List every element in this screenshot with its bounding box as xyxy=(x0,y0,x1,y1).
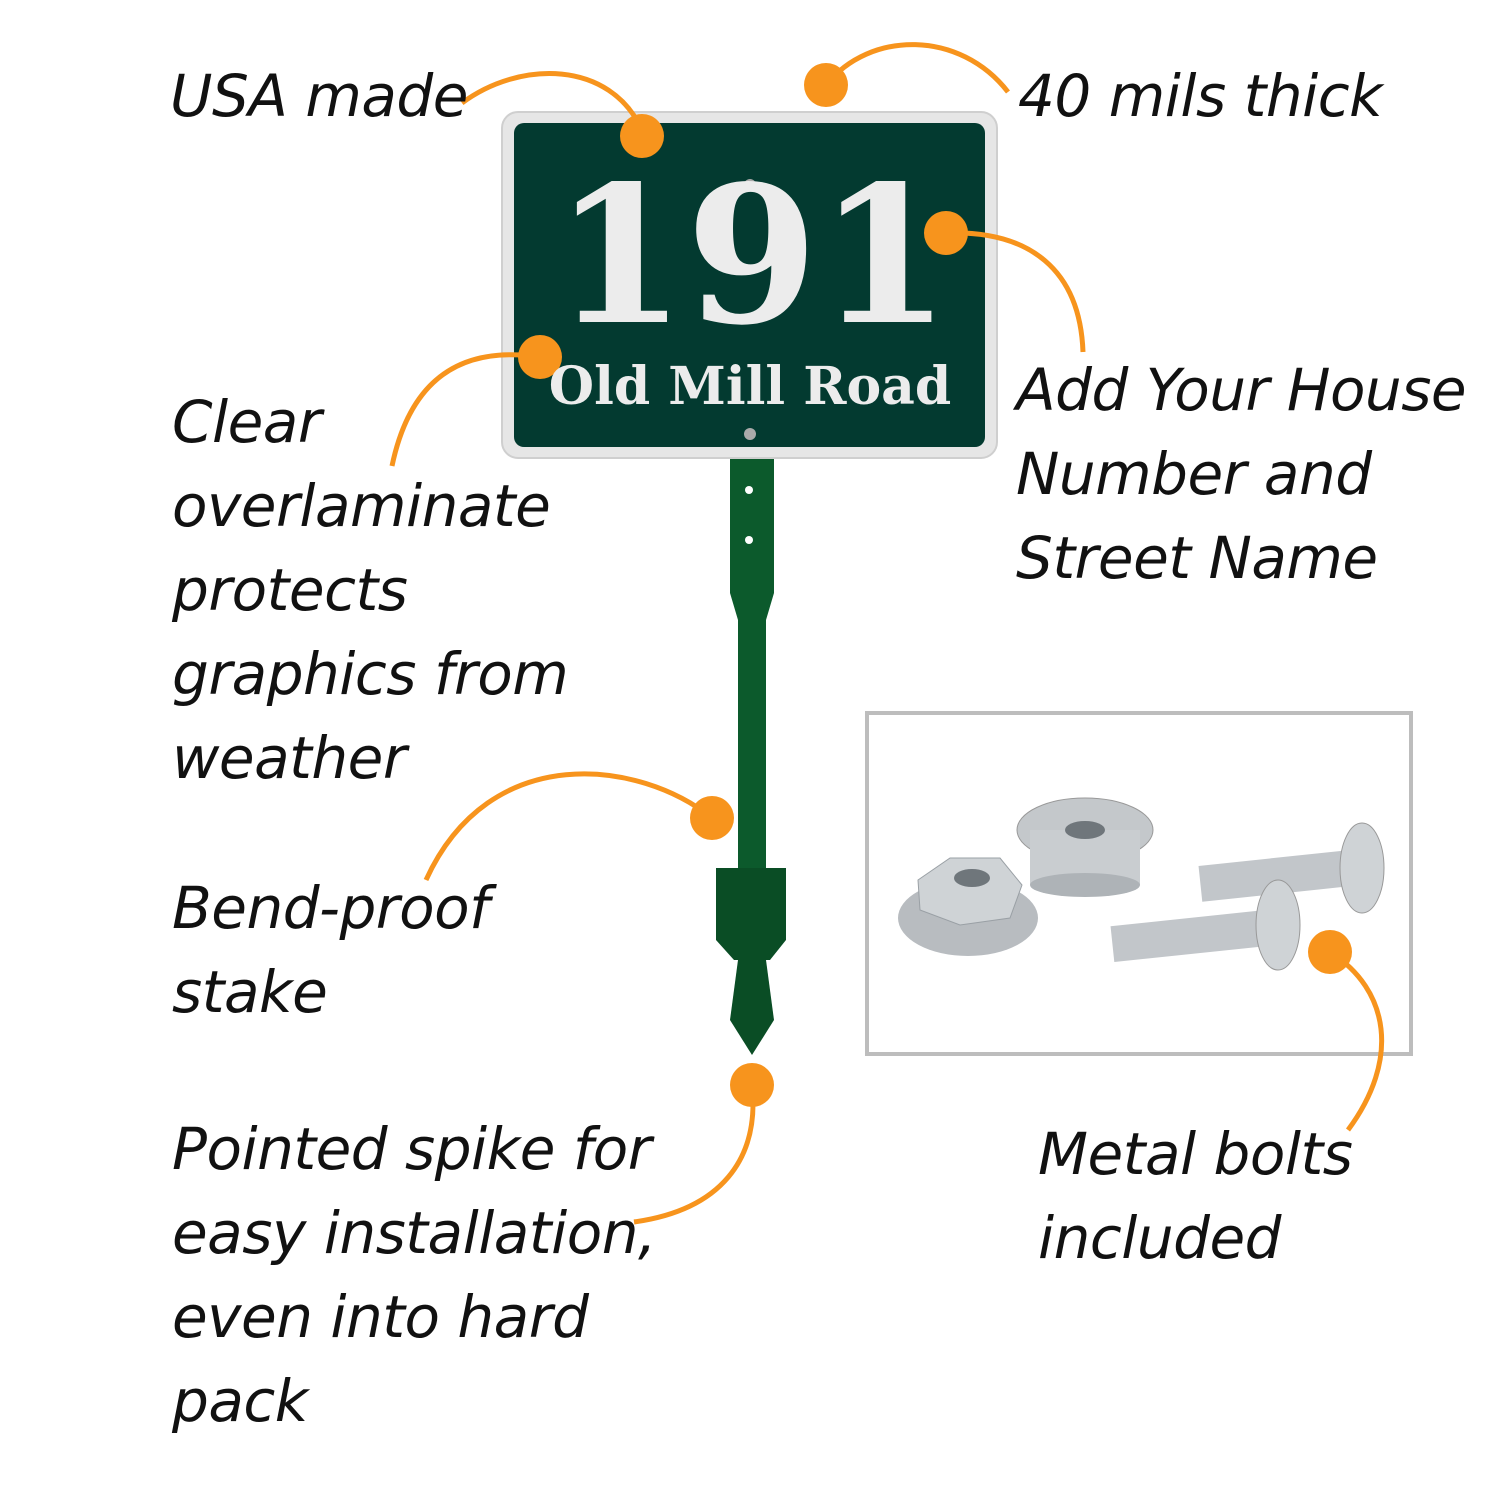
hardware-image xyxy=(898,797,1385,971)
callout-usa-made: USA made xyxy=(170,62,468,130)
callout-thickness: 40 mils thick xyxy=(1018,62,1383,130)
callout-lines xyxy=(389,42,1385,1225)
address-sign xyxy=(501,111,998,459)
callout-stake: Bend-proof stake xyxy=(172,874,490,1026)
sign-street-name: Old Mill Road xyxy=(549,356,951,417)
callout-custom-text: Add Your House Number and Street Name xyxy=(1016,356,1467,592)
stake xyxy=(716,458,786,1055)
callout-bolts: Metal bolts included xyxy=(1038,1120,1353,1272)
callout-spike: Pointed spike for easy installation, eve… xyxy=(172,1115,656,1435)
callout-overlaminate: Clear overlaminate protects graphics fro… xyxy=(172,388,569,792)
callout-dots xyxy=(518,63,1352,1107)
sign-number: 191 xyxy=(554,144,951,367)
